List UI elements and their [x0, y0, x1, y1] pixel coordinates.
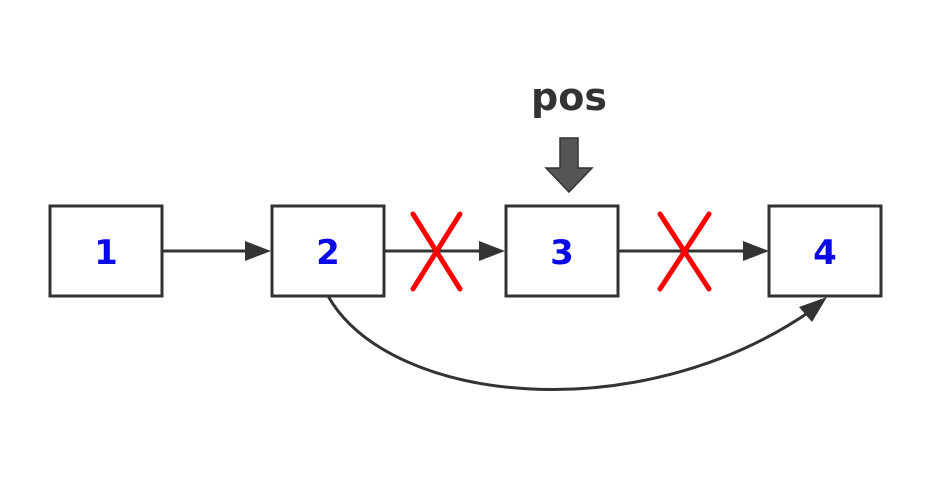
pointer-arrow: [544, 137, 594, 194]
node-4: 4: [767, 204, 883, 298]
removed-mark-3-to-4: [657, 211, 712, 292]
node-2-label: 2: [316, 233, 340, 273]
node-3: 3: [504, 204, 620, 298]
pointer-label: pos: [531, 75, 607, 119]
edge-2-to-4-curved: [326, 295, 813, 391]
node-3-label: 3: [550, 233, 574, 273]
arrowhead-2-to-4: [799, 297, 827, 322]
arrowhead-3-to-4: [743, 241, 769, 261]
node-4-label: 4: [813, 233, 837, 273]
arrowhead-1-to-2: [245, 241, 271, 261]
node-1-label: 1: [94, 233, 118, 273]
removed-mark-2-to-3: [410, 211, 463, 292]
node-2: 2: [270, 204, 386, 298]
arrowhead-2-to-3: [479, 241, 505, 261]
node-1: 1: [48, 204, 164, 298]
